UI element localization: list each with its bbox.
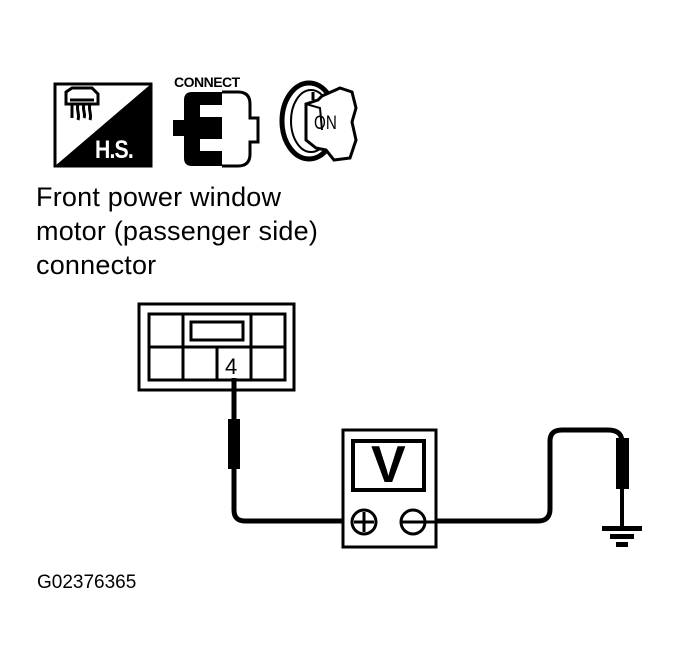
ignition-key-icon bbox=[279, 80, 358, 162]
caption-line: motor (passenger side) bbox=[36, 216, 319, 246]
voltmeter-display-label: V bbox=[371, 436, 406, 494]
caption-line: Front power window bbox=[36, 182, 282, 212]
figure-id: G02376365 bbox=[37, 572, 137, 593]
ground-icon bbox=[602, 526, 642, 547]
connect-icon bbox=[173, 90, 260, 168]
connector-caption: Front power window motor (passenger side… bbox=[36, 180, 318, 282]
connect-label: CONNECT bbox=[174, 74, 240, 90]
positive-probe-lead bbox=[228, 378, 352, 524]
negative-probe-lead bbox=[436, 427, 629, 527]
hs-label: H.S. bbox=[95, 136, 134, 164]
voltmeter bbox=[341, 428, 438, 549]
positive-terminal-icon bbox=[350, 508, 378, 536]
caption-line: connector bbox=[36, 250, 157, 280]
harness-sensor-icon bbox=[53, 82, 153, 168]
pin-number-label: 4 bbox=[225, 354, 238, 379]
negative-terminal-icon bbox=[399, 508, 436, 536]
on-label: ON bbox=[314, 113, 337, 134]
connector-block bbox=[137, 302, 296, 392]
